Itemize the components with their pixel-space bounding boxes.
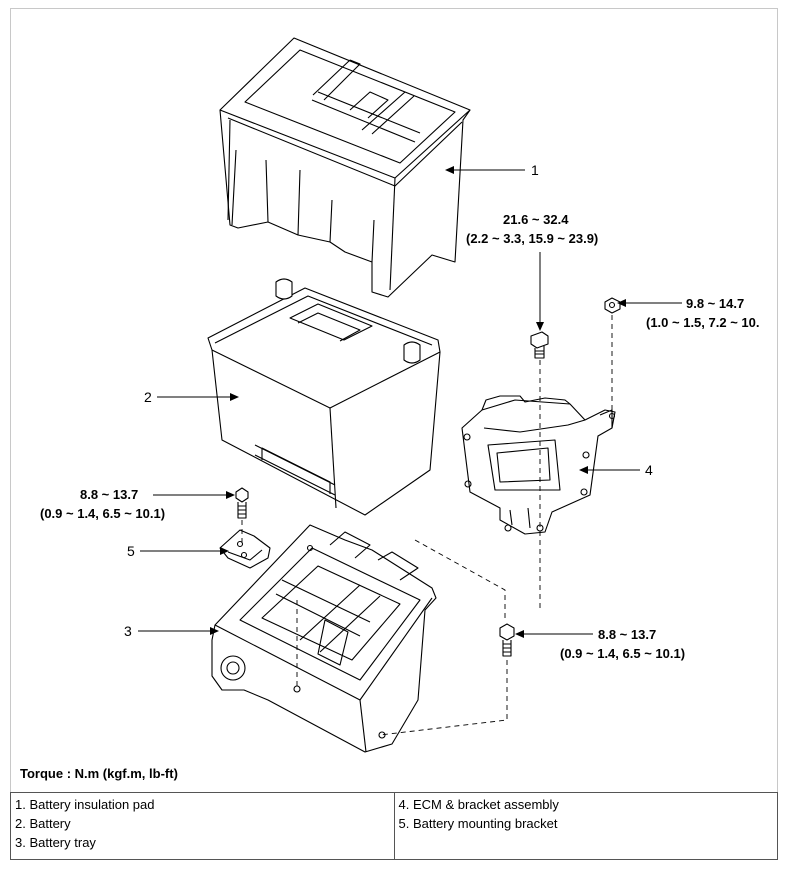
part-number-2: 2 xyxy=(144,389,152,405)
parts-legend-table: 1. Battery insulation pad 2. Battery 3. … xyxy=(10,792,778,860)
insulation-pad-part xyxy=(219,37,471,298)
legend-right-column: 4. ECM & bracket assembly 5. Battery mou… xyxy=(393,792,778,860)
torque-ecm-nut-sub: (1.0 ~ 1.5, 7.2 ~ 10. xyxy=(646,315,760,330)
torque-tray-nm: 8.8 ~ 13.7 xyxy=(598,627,657,642)
legend-item: 2. Battery xyxy=(15,816,71,831)
part-number-1: 1 xyxy=(531,162,539,178)
torque-ecm-nut-nm: 9.8 ~ 14.7 xyxy=(686,296,745,311)
torque-unit-note: Torque : N.m (kgf.m, lb-ft) xyxy=(20,766,178,781)
bracket-bolt xyxy=(235,487,249,519)
legend-item: 5. Battery mounting bracket xyxy=(398,816,558,831)
ecm-bolt xyxy=(530,331,549,359)
leader-lines xyxy=(138,166,682,638)
part-number-3: 3 xyxy=(124,623,132,639)
legend-item: 1. Battery insulation pad xyxy=(15,797,155,812)
diagram-area: 1 2 3 4 5 21.6 ~ 32.4 (2.2 ~ 3.3, 15.9 ~… xyxy=(40,37,760,753)
torque-ecm-bolt-sub: (2.2 ~ 3.3, 15.9 ~ 23.9) xyxy=(466,231,599,246)
battery-tray-part xyxy=(211,524,437,753)
tray-bolt xyxy=(499,623,515,657)
legend-item: 3. Battery tray xyxy=(15,835,96,850)
ecm-bracket-part xyxy=(461,395,616,535)
torque-ecm-bolt-nm: 21.6 ~ 32.4 xyxy=(503,212,569,227)
alignment-lines xyxy=(241,315,613,736)
part-number-4: 4 xyxy=(645,462,653,478)
ecm-nut xyxy=(604,297,621,314)
legend-left-column: 1. Battery insulation pad 2. Battery 3. … xyxy=(10,792,395,860)
figure-frame xyxy=(10,8,778,860)
torque-bracket-sub: (0.9 ~ 1.4, 6.5 ~ 10.1) xyxy=(40,506,166,521)
mounting-bracket-part xyxy=(219,529,271,569)
exploded-view-diagram xyxy=(138,37,682,753)
battery-part xyxy=(207,278,441,516)
torque-tray-sub: (0.9 ~ 1.4, 6.5 ~ 10.1) xyxy=(560,646,686,661)
legend-item: 4. ECM & bracket assembly xyxy=(398,797,559,812)
part-number-5: 5 xyxy=(127,543,135,559)
torque-bracket-nm: 8.8 ~ 13.7 xyxy=(80,487,139,502)
